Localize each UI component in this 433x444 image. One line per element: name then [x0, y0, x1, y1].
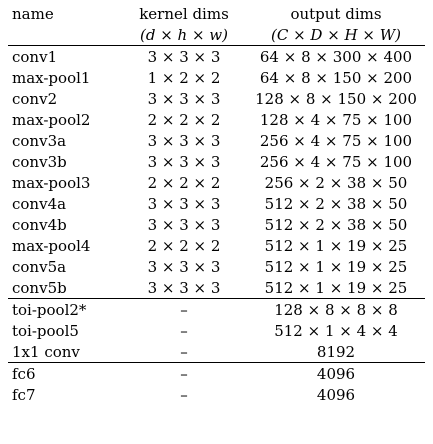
table-row: toi-pool5 – 512 × 1 × 4 × 4: [8, 320, 425, 341]
output-dims-cell: 512 × 1 × 19 × 25: [264, 236, 408, 255]
kernel-dims-cell: 2 × 2 × 2: [147, 173, 221, 192]
header-name: name: [12, 5, 54, 23]
table-row: fc6–4096: [8, 362, 425, 384]
kernel-dims-cell: 3 × 3 × 3: [147, 152, 221, 171]
table-row: conv2 3 × 3 × 3 128 × 8 × 150 × 200: [8, 88, 425, 109]
output-dims-cell: 256 × 4 × 75 × 100: [259, 152, 413, 171]
output-dims-cell: 256 × 4 × 75 × 100: [259, 131, 413, 150]
table-row: max-pool3 2 × 2 × 2 256 × 2 × 38 × 50: [8, 172, 425, 193]
architecture-table: name kernel dims output dims (d × h × w)…: [8, 4, 425, 405]
kernel-dims-cell: 3 × 3 × 3: [147, 194, 221, 213]
layer-name-cell: conv4b: [12, 215, 67, 234]
output-dims-cell: 512 × 2 × 38 × 50: [264, 215, 408, 234]
table-row: 1x1 conv – 8192: [8, 341, 425, 363]
table-row: toi-pool2*–128 × 8 × 8 × 8: [8, 298, 425, 320]
table-row: max-pool2 2 × 2 × 2 128 × 4 × 75 × 100: [8, 109, 425, 130]
kernel-dims-cell: –: [121, 298, 247, 320]
kernel-dims-cell: –: [180, 342, 188, 361]
output-dims-cell: 512 × 1 × 19 × 25: [264, 257, 408, 276]
kernel-dims-cell: 3 × 3 × 3: [147, 131, 221, 150]
layer-name-cell: fc7: [12, 385, 36, 404]
table-header: name kernel dims output dims (d × h × w)…: [8, 4, 425, 46]
header-output-dims: output dims: [290, 5, 382, 23]
table-row: conv5a 3 × 3 × 3 512 × 1 × 19 × 25: [8, 256, 425, 277]
kernel-dims-cell: –: [121, 362, 247, 384]
header-output-formula: (C × D × H × W): [247, 24, 425, 46]
output-dims-cell: 4096: [247, 362, 425, 384]
table-row: max-pool1 1 × 2 × 2 64 × 8 × 150 × 200: [8, 67, 425, 88]
layer-name-cell: conv3b: [12, 152, 67, 171]
output-dims-cell: 512 × 1 × 19 × 25: [264, 278, 408, 297]
output-dims-cell: 512 × 2 × 38 × 50: [264, 194, 408, 213]
layer-name-cell: conv5b: [12, 278, 67, 297]
output-dims-cell: 64 × 8 × 150 × 200: [259, 68, 413, 87]
kernel-dims-cell: 3 × 3 × 3: [147, 257, 221, 276]
kernel-dims-cell: 3 × 3 × 3: [147, 89, 221, 108]
table-row: conv1 3 × 3 × 3 64 × 8 × 300 × 400: [8, 46, 425, 68]
output-dims-cell: 256 × 2 × 38 × 50: [264, 173, 408, 192]
output-dims-cell: 512 × 1 × 4 × 4: [274, 321, 398, 340]
layer-name-cell: toi-pool5: [12, 321, 79, 340]
layer-name-cell: conv5a: [12, 257, 67, 276]
layer-name-cell: max-pool1: [12, 68, 91, 87]
table-row: conv4b 3 × 3 × 3 512 × 2 × 38 × 50: [8, 214, 425, 235]
table-row: max-pool4 2 × 2 × 2 512 × 1 × 19 × 25: [8, 235, 425, 256]
header-row-units: (d × h × w) (C × D × H × W): [8, 24, 425, 46]
kernel-dims-cell: 3 × 3 × 3: [147, 47, 221, 66]
layer-name-cell: conv4a: [12, 194, 67, 213]
output-dims-cell: 8192: [316, 342, 356, 361]
output-dims-cell: 64 × 8 × 300 × 400: [259, 47, 413, 66]
table-row: conv3b 3 × 3 × 3 256 × 4 × 75 × 100: [8, 151, 425, 172]
kernel-dims-cell: 3 × 3 × 3: [147, 278, 221, 297]
layer-name-cell: max-pool3: [12, 173, 91, 192]
table-row: conv3a 3 × 3 × 3 256 × 4 × 75 × 100: [8, 130, 425, 151]
header-name-blank: [8, 24, 121, 46]
header-kernel-formula: (d × h × w): [121, 24, 247, 46]
layer-name-cell: conv3a: [12, 131, 67, 150]
kernel-dims-cell: 2 × 2 × 2: [147, 236, 221, 255]
kernel-dims-cell: 3 × 3 × 3: [147, 215, 221, 234]
kernel-dims-cell: –: [180, 321, 188, 340]
header-kernel-dims: kernel dims: [139, 5, 229, 23]
layer-name-cell: max-pool4: [12, 236, 91, 255]
output-dims-cell: 4096: [316, 385, 356, 404]
table-row: fc7 – 4096: [8, 384, 425, 405]
layer-name-cell: 1x1 conv: [12, 342, 80, 361]
header-row: name kernel dims output dims: [8, 4, 425, 24]
kernel-dims-cell: 1 × 2 × 2: [147, 68, 221, 87]
kernel-dims-cell: 2 × 2 × 2: [147, 110, 221, 129]
output-dims-cell: 128 × 8 × 150 × 200: [255, 89, 417, 108]
table-row: conv4a 3 × 3 × 3 512 × 2 × 38 × 50: [8, 193, 425, 214]
table-row: conv5b 3 × 3 × 3 512 × 1 × 19 × 25: [8, 277, 425, 299]
layer-name-cell: conv1: [12, 47, 58, 66]
layer-name-cell: toi-pool2*: [8, 298, 121, 320]
kernel-dims-cell: –: [180, 385, 188, 404]
output-dims-cell: 128 × 8 × 8 × 8: [247, 298, 425, 320]
layer-name-cell: conv2: [12, 89, 58, 108]
layer-name-cell: max-pool2: [12, 110, 91, 129]
layer-name-cell: fc6: [8, 362, 121, 384]
output-dims-cell: 128 × 4 × 75 × 100: [259, 110, 413, 129]
